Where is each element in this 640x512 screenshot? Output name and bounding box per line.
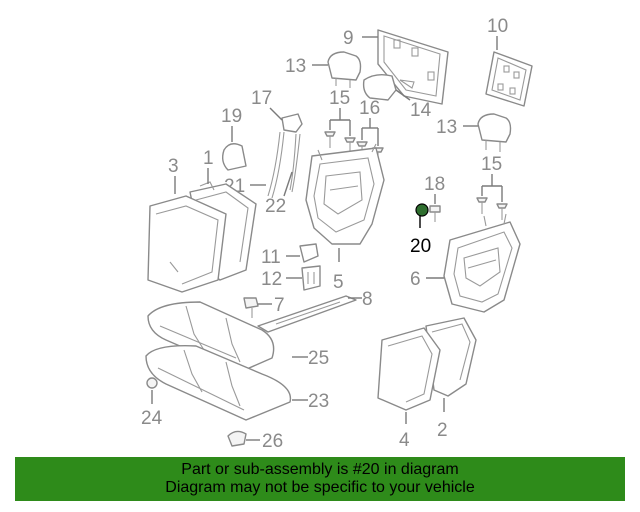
bolts-15-right <box>476 197 508 220</box>
banner-line-1: Part or sub-assembly is #20 in diagram <box>181 461 459 478</box>
part-12-bracket <box>301 265 321 291</box>
banner-line-2: Diagram may not be specific to your vehi… <box>165 479 475 496</box>
callout-23: 23 <box>308 391 329 412</box>
leader-17 <box>269 107 283 121</box>
part-13-headrest-right <box>477 113 512 152</box>
callout-15-center: 15 <box>329 88 350 109</box>
part-21-22-cables <box>267 131 301 199</box>
info-banner: Part or sub-assembly is #20 in diagram D… <box>15 457 625 501</box>
part-8-rail <box>257 295 357 333</box>
part-4-seatback-cushion <box>377 327 441 411</box>
callout-15-right: 15 <box>481 154 502 175</box>
part-11-bracket <box>299 243 319 263</box>
callout-12: 12 <box>261 269 282 290</box>
part-6-seatback-frame <box>443 213 521 313</box>
callout-4: 4 <box>399 430 410 451</box>
callout-group-15-right <box>481 174 503 202</box>
part-14-cover <box>362 73 397 101</box>
callout-13-right: 13 <box>436 117 457 138</box>
callout-24: 24 <box>141 408 163 429</box>
part-19-bracket <box>221 143 247 171</box>
callout-7: 7 <box>274 295 285 316</box>
part-20-highlighted <box>415 203 429 228</box>
part-10-seatback-panel <box>485 51 533 107</box>
callout-25: 25 <box>308 348 329 369</box>
callout-group-15-center <box>329 108 351 136</box>
part-17-anchor <box>281 113 303 133</box>
callout-26: 26 <box>262 431 283 452</box>
part-24-clip <box>146 377 158 389</box>
part-18-bolt <box>429 205 441 222</box>
part-2-seatback-cushion <box>425 317 477 397</box>
part-26-clip <box>227 430 247 447</box>
part-5-seatback-frame <box>305 143 385 245</box>
callout-group-16 <box>361 118 379 146</box>
callout-13-upper: 13 <box>285 56 306 77</box>
part-9-seatback-panel <box>377 29 449 105</box>
leader-22 <box>283 171 293 197</box>
callout-18: 18 <box>424 174 445 195</box>
parts-diagram: 9 10 13 14 13 15 <box>141 16 533 452</box>
part-7-bolt <box>243 297 259 318</box>
part-23-seat-cushion <box>145 345 292 421</box>
callout-2: 2 <box>437 420 448 441</box>
callout-1: 1 <box>203 148 214 169</box>
callout-11: 11 <box>261 247 281 268</box>
callout-10: 10 <box>487 16 508 37</box>
callout-6: 6 <box>410 269 421 290</box>
callout-5: 5 <box>333 272 344 293</box>
callout-8: 8 <box>362 289 373 310</box>
callout-16: 16 <box>359 98 380 119</box>
part-25-seat-cushion <box>147 301 275 373</box>
callout-17: 17 <box>251 88 272 109</box>
part-13-headrest-upper <box>327 51 362 88</box>
callout-20: 20 <box>410 236 431 257</box>
leader-14 <box>395 89 411 101</box>
callout-19: 19 <box>221 106 242 127</box>
part-3-seatback-cushion <box>147 195 227 293</box>
callout-3: 3 <box>168 156 179 177</box>
callout-14: 14 <box>410 100 432 121</box>
callout-22: 22 <box>265 196 286 217</box>
callout-9: 9 <box>343 28 354 49</box>
